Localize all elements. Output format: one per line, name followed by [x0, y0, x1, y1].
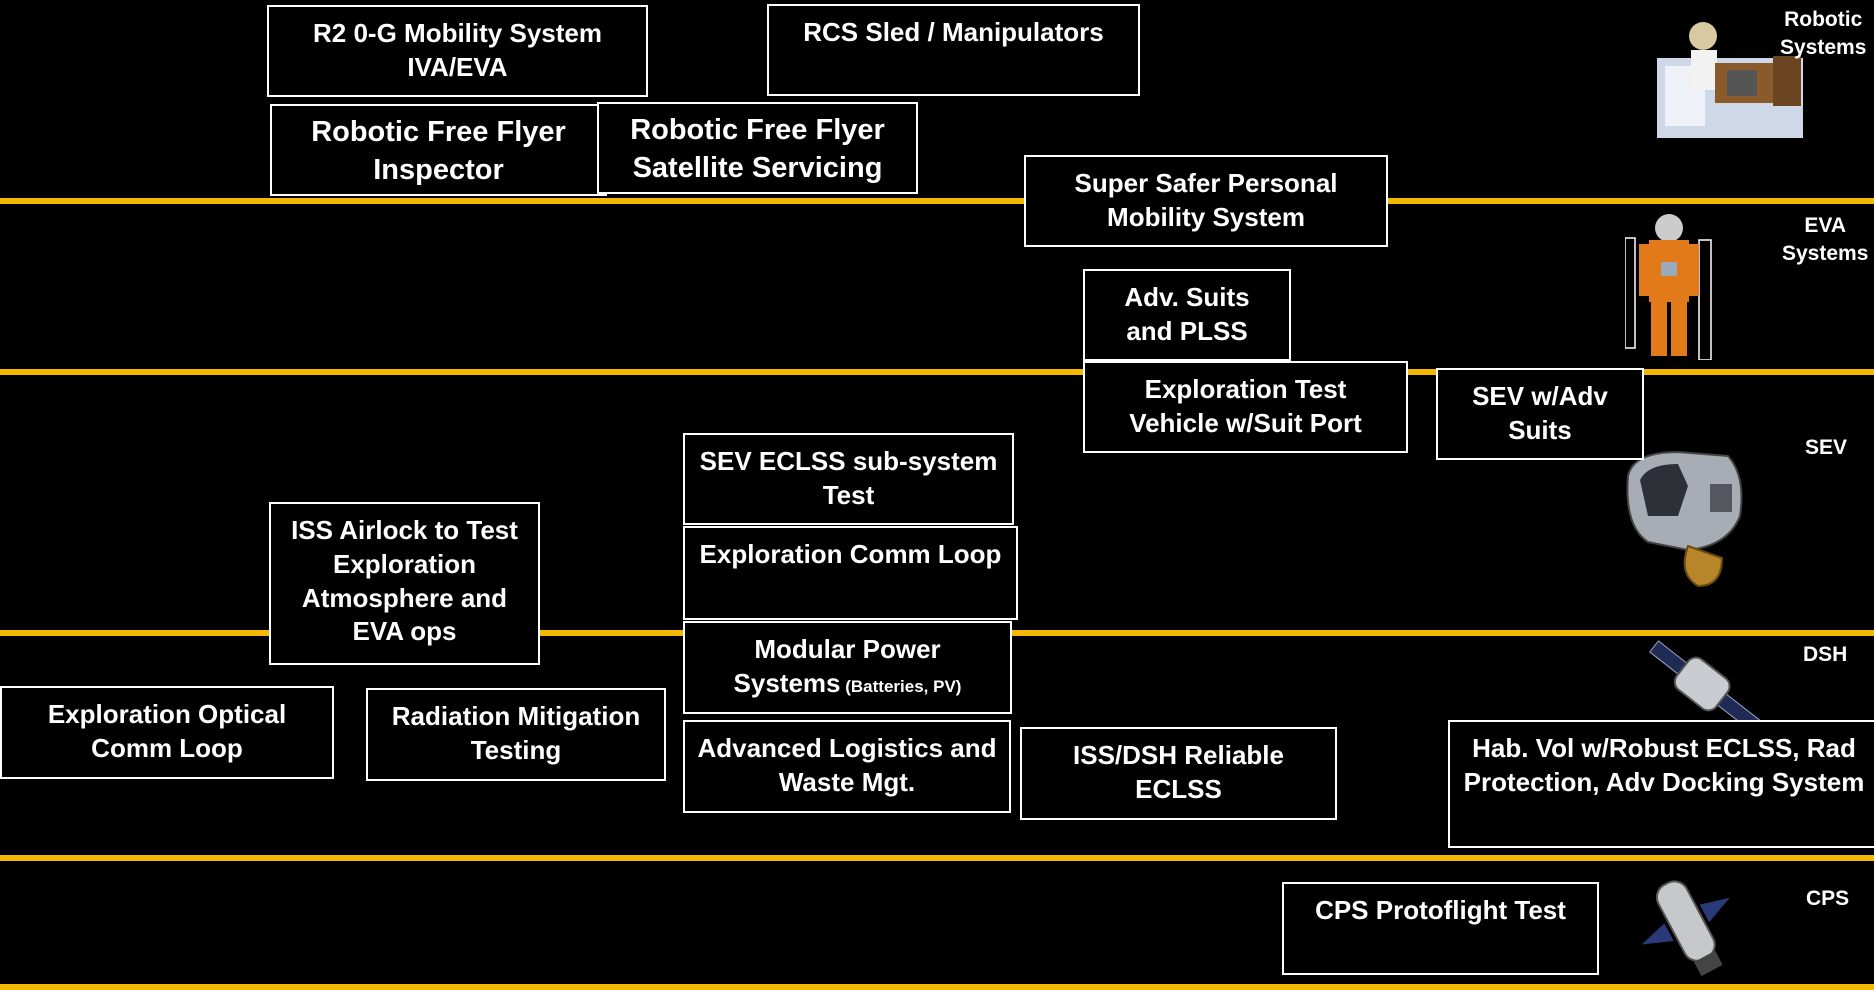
deep-space-habitat-icon: [1649, 640, 1760, 733]
cryogenic-propulsion-stage-icon: [1641, 880, 1730, 977]
lane-label-dsh: DSH: [1803, 643, 1848, 666]
exploration-comm-loop-box: Exploration Comm Loop: [683, 526, 1018, 620]
lane-divider-dsh-cps: [0, 855, 1874, 861]
exploration-test-vehicle-suit-port-box: Exploration Test Vehicle w/Suit Port: [1083, 361, 1408, 453]
lane-divider-eva-sev: [0, 369, 1874, 375]
sev-with-advanced-suits-box: SEV w/Adv Suits: [1436, 368, 1644, 460]
robotic-free-flyer-satellite-servicing-box: Robotic Free Flyer Satellite Servicing: [597, 102, 918, 194]
modular-power-systems-box: Modular Power Systems (Batteries, PV): [683, 621, 1012, 714]
lane-label-sev: SEV: [1805, 436, 1848, 459]
exploration-optical-comm-loop-box: Exploration Optical Comm Loop: [0, 686, 334, 779]
habitation-volume-robust-eclss-box: Hab. Vol w/Robust ECLSS, Rad Protection,…: [1448, 720, 1874, 848]
advanced-suits-and-plss-box: Adv. Suits and PLSS: [1083, 269, 1291, 361]
super-safer-personal-mobility-system-box: Super Safer Personal Mobility System: [1024, 155, 1388, 247]
cps-protoflight-test-box: CPS Protoflight Test: [1282, 882, 1599, 975]
robonaut-free-flyer-icon: [1657, 22, 1803, 138]
radiation-mitigation-testing-box: Radiation Mitigation Testing: [366, 688, 666, 781]
lane-divider-bottom: [0, 984, 1874, 990]
space-exploration-vehicle-icon: [1626, 450, 1743, 588]
r2-zero-g-mobility-system-box: R2 0-G Mobility System IVA/EVA: [267, 5, 648, 97]
lane-label-cps: CPS: [1806, 887, 1850, 910]
iss-dsh-reliable-eclss-box: ISS/DSH Reliable ECLSS: [1020, 727, 1337, 820]
rcs-sled-manipulators-box: RCS Sled / Manipulators: [767, 4, 1140, 96]
advanced-logistics-waste-management-box: Advanced Logistics and Waste Mgt.: [683, 720, 1011, 813]
eva-suit-icon: [1625, 214, 1712, 360]
robotic-free-flyer-inspector-box: Robotic Free Flyer Inspector: [270, 104, 607, 196]
sev-eclss-subsystem-test-box: SEV ECLSS sub-system Test: [683, 433, 1014, 525]
iss-airlock-exploration-atmosphere-box: ISS Airlock to Test Exploration Atmosphe…: [269, 502, 540, 665]
lane-divider-robotic-eva: [0, 198, 1874, 204]
